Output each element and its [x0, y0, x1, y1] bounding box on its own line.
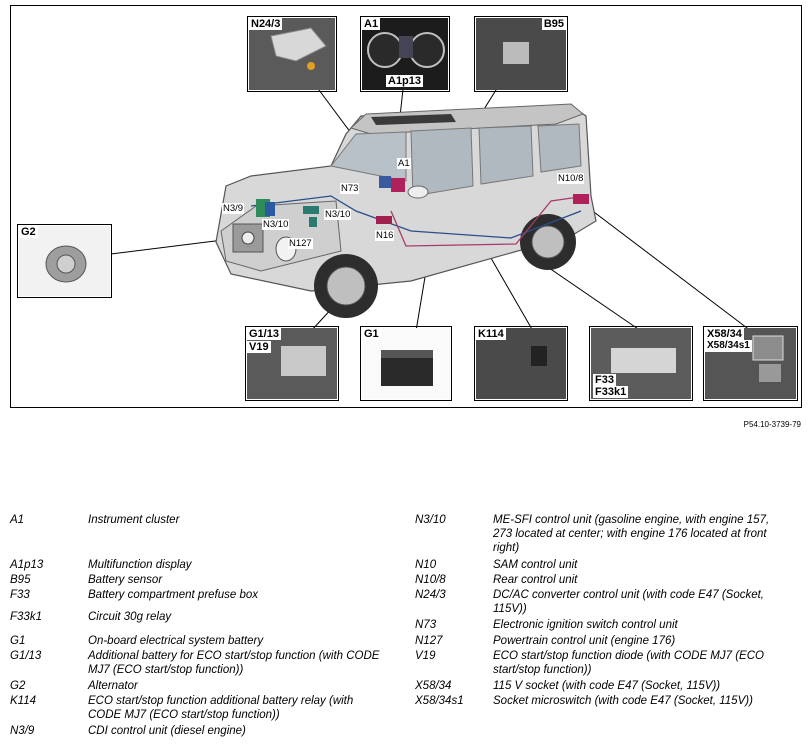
legend-desc: ECO start/stop function additional batte…: [88, 695, 354, 721]
legend-code: X58/34s1: [415, 695, 464, 707]
legend-desc: Instrument cluster: [88, 514, 180, 526]
thumb-label-a1p13: A1p13: [386, 75, 424, 87]
legend-code: K114: [10, 695, 37, 707]
legend-desc: 115 V socket (with code E47 (Socket, 115…: [493, 680, 721, 692]
callout-n73: N73: [340, 183, 360, 194]
thumb-g2: G2: [17, 224, 112, 298]
legend-code: N73: [415, 619, 437, 631]
legend-code: F33: [10, 589, 30, 601]
thumb-label-f33: F33: [593, 374, 616, 386]
thumb-label-n24-3: N24/3: [249, 18, 283, 30]
legend-code: A1: [10, 514, 25, 526]
legend-desc: Powertrain control unit (engine 176): [493, 635, 676, 647]
thumb-g1: G1: [360, 326, 452, 401]
vehicle-body: [215, 103, 597, 318]
legend-desc: Circuit 30g relay: [88, 611, 172, 623]
thumb-n24-3: N24/3: [247, 16, 337, 92]
legend-code: N3/10: [415, 514, 446, 526]
figure-reference: P54.10-3739-79: [743, 420, 801, 429]
thumb-a1: A1 A1p13: [360, 16, 450, 92]
thumb-label-k114: K114: [476, 328, 506, 340]
callout-a1: A1: [397, 158, 411, 169]
callout-n10-8: N10/8: [557, 173, 585, 184]
thumb-label-g1: G1: [362, 328, 381, 340]
callout-n3-10-front: N3/10: [262, 219, 290, 230]
legend-desc: Multifunction display: [88, 559, 192, 571]
thumb-dcac-converter-art: [249, 18, 335, 90]
legend-code: X58/34: [415, 680, 452, 692]
legend-desc: Rear control unit: [493, 574, 578, 586]
legend-code: A1p13: [10, 559, 44, 571]
legend-code: N3/9: [10, 725, 35, 737]
legend-code: N10: [415, 559, 437, 571]
thumb-label-b95: B95: [541, 18, 566, 30]
legend-desc: Socket microswitch (with code E47 (Socke…: [493, 695, 753, 707]
thumb-b95: B95: [474, 16, 568, 92]
thumb-label-f33k1: F33k1: [593, 386, 629, 398]
legend-desc: On-board electrical system battery: [88, 635, 264, 647]
thumb-battery-sensor-art: [476, 18, 566, 90]
thumb-f33: F33 F33k1: [589, 326, 693, 401]
component-location-figure: N24/3 A1 A1p13 B95 G2 G1/13 V19 G1 K114 …: [10, 5, 802, 408]
legend-desc: DC/AC converter control unit (with code …: [493, 589, 765, 615]
legend-code: G1: [10, 635, 26, 647]
legend-desc: CDI control unit (diesel engine): [88, 725, 246, 737]
legend-desc: Electronic ignition switch control unit: [493, 619, 678, 631]
legend-desc: Alternator: [88, 680, 138, 692]
callout-n16: N16: [375, 230, 395, 241]
thumb-g1-13: G1/13 V19: [245, 326, 339, 401]
legend-desc: Battery sensor: [88, 574, 163, 586]
callout-n3-10-center: N3/10: [324, 209, 352, 220]
thumb-label-v19: V19: [247, 341, 271, 353]
thumb-label-x58-34: X58/34: [705, 328, 744, 340]
callout-n3-9: N3/9: [222, 203, 245, 214]
thumb-k114: K114: [474, 326, 568, 401]
thumb-label-g1-13: G1/13: [247, 328, 281, 340]
thumb-label-g2: G2: [19, 226, 38, 238]
legend-code: F33k1: [10, 611, 42, 623]
thumb-label-a1: A1: [362, 18, 381, 30]
callout-n127: N127: [288, 238, 313, 249]
thumb-label-x58-34s1: X58/34s1: [705, 340, 752, 352]
legend-desc: ECO start/stop function diode (with CODE…: [493, 650, 764, 676]
legend-code: G1/13: [10, 650, 42, 662]
legend-code: N24/3: [415, 589, 446, 601]
legend-desc: Additional battery for ECO start/stop fu…: [88, 650, 380, 676]
legend-desc: Battery compartment prefuse box: [88, 589, 259, 601]
legend-code: V19: [415, 650, 436, 662]
legend-desc: ME-SFI control unit (gasoline engine, wi…: [493, 514, 770, 554]
legend-code: G2: [10, 680, 26, 692]
thumb-x58-34: X58/34 X58/34s1: [703, 326, 798, 401]
legend-desc: SAM control unit: [493, 559, 578, 571]
legend-code: B95: [10, 574, 31, 586]
legend-code: N127: [415, 635, 443, 647]
legend-code: N10/8: [415, 574, 446, 586]
